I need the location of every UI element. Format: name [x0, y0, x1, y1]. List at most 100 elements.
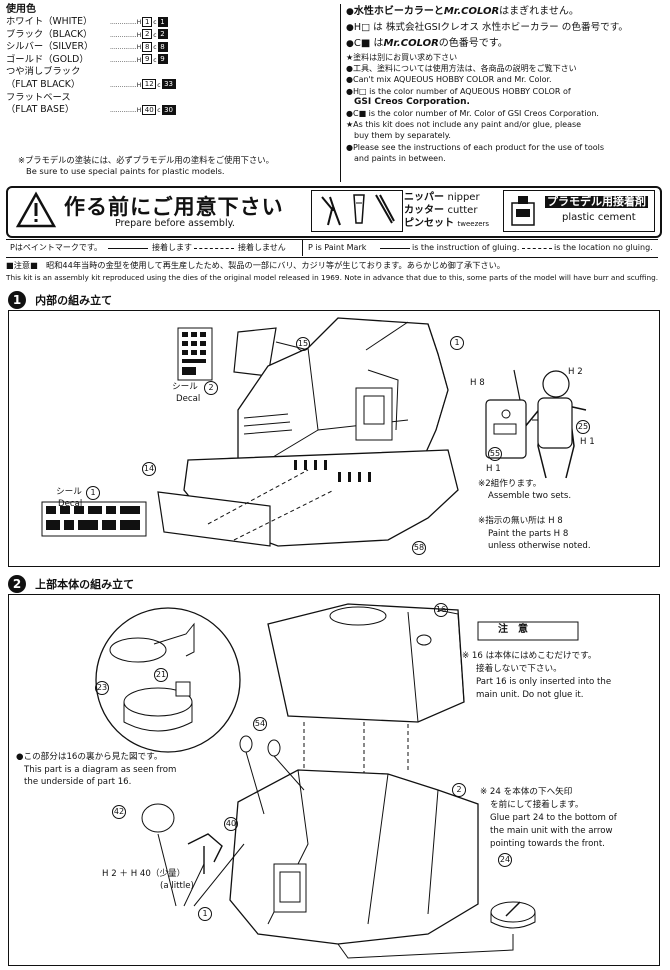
leader-dots: .............. [110, 44, 137, 52]
part-16: 16 [434, 603, 448, 617]
caution2-jp1: ※ 16 は本体にはめこむだけです。 [462, 651, 597, 661]
step1-decal1-jp: シール [56, 487, 82, 497]
notes-bullet: ●Please see the instructions of each pro… [346, 142, 604, 152]
tool-3-jp: ピンセット [404, 218, 454, 229]
glue-arrow-en [380, 248, 410, 249]
prepare-box [6, 186, 662, 238]
paint-row: フラットベース [6, 92, 306, 105]
step1-note1-jp: ※2組作ります。 [478, 479, 542, 489]
inset-note-en2: the underside of part 16. [24, 777, 132, 787]
inset-note-en1: This part is a diagram as seen from [24, 765, 177, 775]
tool-1-en: nipper [447, 192, 480, 203]
notes-bullet: ●Can't mix AQUEOUS HOBBY COLOR and Mr. C… [346, 75, 552, 85]
step1-decal1-num: 1 [86, 486, 100, 500]
prepare-title-jp: 作る前にご用意下さい [64, 195, 284, 219]
c-code: 9 [157, 54, 168, 65]
paint-row-name: ブラック（BLACK） [6, 28, 93, 40]
c-code: 30 [161, 104, 176, 115]
paint-note-jp: ※プラモデルの塗装には、必ずプラモデル用の塗料をご使用下さい。 [18, 155, 274, 165]
warning-triangle-icon [15, 191, 57, 228]
paint-mix-en: (a little) [160, 881, 194, 891]
tools-box [311, 190, 403, 232]
glue-note-en1: Glue part 24 to the bottom of [490, 813, 617, 823]
step1-number: 1 [8, 290, 26, 309]
tweezers-icon [375, 194, 395, 224]
notes-bullet: ●H□ is the color number of AQUEOUS HOBBY… [346, 86, 571, 96]
h-code: 8 [142, 41, 153, 52]
notes-line1-tail: はまぎれません。 [499, 6, 579, 17]
paint-mix: H 2 ＋ H 40（少量） [102, 869, 186, 879]
part-54: 54 [253, 717, 267, 731]
c-mark: c [153, 56, 157, 64]
c-mark: c [153, 31, 157, 39]
h-code: 9 [142, 54, 153, 65]
paint-row-name: ゴールド（GOLD） [6, 53, 89, 65]
leader-dots: .............. [110, 56, 137, 64]
caution2-en2: main unit. Do not glue it. [476, 690, 584, 700]
cement-box [503, 190, 655, 232]
c-mark: c [153, 19, 157, 26]
paint-row-name: （FLAT BASE） [6, 104, 75, 116]
legend-glue-jp: 接着します [152, 243, 192, 252]
glue-note-jp1: ※ 24 を本体の下へ矢印 [480, 787, 573, 797]
part-24: 24 [498, 853, 512, 867]
legend-paint-en: P is Paint Mark [308, 243, 367, 252]
c-code: 8 [157, 41, 168, 52]
step1-frame [8, 310, 660, 567]
c-code: 2 [157, 29, 168, 40]
cement-label-jp: プラモデル用接着剤 [545, 195, 648, 208]
c-mark: c [153, 44, 157, 52]
part-55: 55 [488, 447, 502, 461]
part-14: 14 [142, 462, 156, 476]
nipper-icon [321, 196, 341, 226]
paint-row: つや消しブラック [6, 66, 306, 79]
part-40: 40 [224, 817, 238, 831]
step1-decal2-en: Decal [176, 394, 201, 404]
caution-jp: ■注意■ 昭和44年当時の金型を使用して再生産したため、製品の一部にバリ、カジリ… [6, 260, 505, 270]
notes-bullet: ★As this kit does not include any paint … [346, 120, 582, 130]
glue-note-en2: the main unit with the arrow [490, 826, 613, 836]
paint-mark-h8: H 8 [470, 378, 485, 388]
top-divider [340, 4, 341, 182]
h-code: 2 [142, 29, 153, 40]
h-mark: H [136, 81, 142, 89]
part-58: 58 [412, 541, 426, 555]
c-mark: c [157, 107, 161, 115]
h-mark: H [136, 56, 142, 64]
notes-bullet: ●C■ is the color number of Mr. Color of … [346, 109, 599, 119]
paint-row-name: シルバー（SILVER） [6, 41, 94, 53]
notes-line1-brand: Mr.COLOR [443, 6, 500, 17]
notes-line1-jp: 水性ホビーカラーと [353, 6, 444, 17]
caution2-en1: Part 16 is only inserted into the [476, 677, 612, 687]
legend-glue-en: is the instruction of gluing. [412, 243, 520, 252]
paint-table-title: 使用色 [6, 4, 36, 15]
h-code: 12 [142, 79, 157, 90]
paint-mark-h1b: H 1 [486, 464, 501, 474]
notes-bullet: and paints in between. [354, 153, 446, 163]
cutter-icon [353, 194, 365, 224]
leader-dots: .............. [110, 31, 137, 39]
paint-row-name: つや消しブラック [6, 66, 81, 78]
part-15: 15 [296, 337, 310, 351]
step2-header: 2 上部本体の組み立て [8, 573, 134, 593]
step2-frame [8, 594, 660, 966]
paint-note-en: Be sure to use special paints for plasti… [26, 166, 225, 176]
notes-bullet: buy them by separately. [354, 131, 451, 141]
step1-note1-en: Assemble two sets. [488, 491, 572, 501]
h-mark: H [136, 44, 142, 52]
part-1: 1 [450, 336, 464, 350]
c-code: 33 [161, 79, 176, 90]
tool-2-en: cutter [447, 205, 478, 216]
notes-line3-brand: Mr.COLOR [383, 38, 439, 49]
glue-note-en3: pointing towards the front. [490, 839, 605, 849]
noglue-arrow [194, 248, 234, 249]
